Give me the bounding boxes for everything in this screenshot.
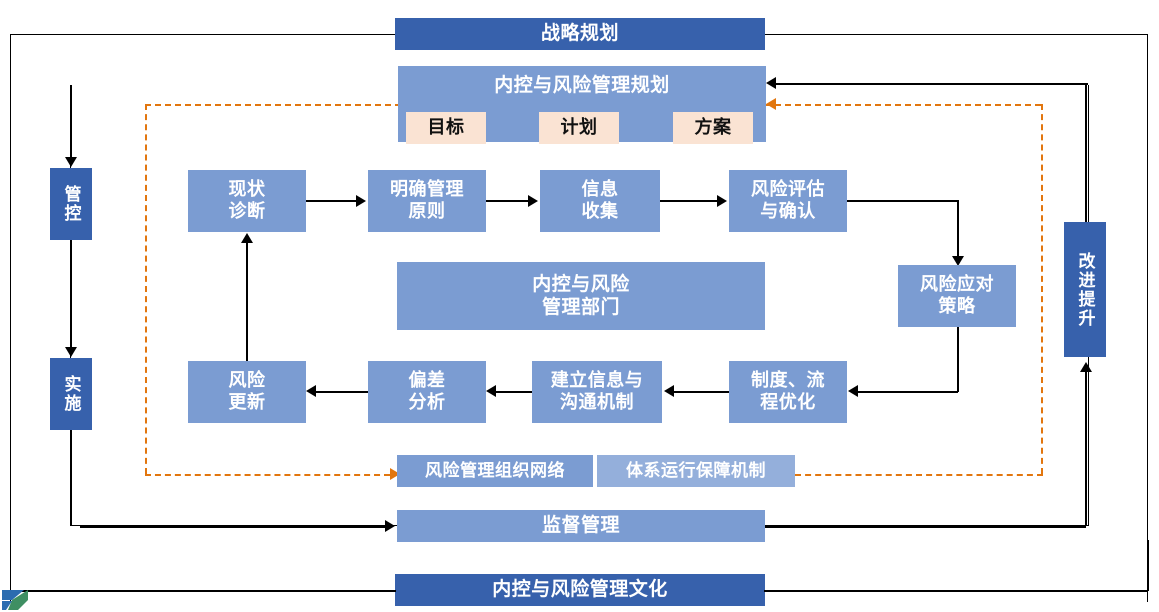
arrow-into-implementation	[65, 347, 77, 357]
line-down-to-response	[957, 200, 959, 256]
rail-improvement[interactable]: 改进提升	[1064, 222, 1106, 357]
support-operation-guarantee[interactable]: 体系运行保障机制	[597, 455, 795, 487]
line-implementation-to-supervision	[70, 430, 72, 526]
line-supervision-to-right	[765, 526, 1086, 528]
line-assessment-to-response	[847, 200, 958, 202]
line-frame-to-control	[70, 85, 72, 157]
banner-strategic-planning[interactable]: 战略规划	[395, 18, 765, 50]
dashed-boundary-bottom-right	[795, 474, 1043, 476]
dashed-boundary-bottom-left	[145, 474, 390, 476]
step-info-communication[interactable]: 建立信息与 沟通机制	[532, 361, 662, 423]
dashed-boundary-right	[1041, 104, 1043, 474]
step-system-process-optimization[interactable]: 制度、流 程优化	[729, 361, 847, 423]
arrow-to-deviation	[486, 385, 496, 397]
line-diagnosis-to-principles	[306, 200, 358, 202]
line-supervision-to-improvement	[1085, 372, 1087, 526]
tag-plan[interactable]: 计划	[539, 112, 619, 144]
arrow-into-diagnosis	[241, 233, 253, 243]
step-risk-assessment[interactable]: 风险评估 与确认	[729, 170, 847, 232]
support-risk-org-network[interactable]: 风险管理组织网络	[397, 455, 593, 487]
center-department-box[interactable]: 内控与风险 管理部门	[397, 262, 765, 330]
line-control-to-implementation	[70, 240, 72, 347]
tag-scheme[interactable]: 方案	[673, 112, 753, 144]
arrow-to-update	[306, 385, 316, 397]
line-deviation-to-update	[316, 391, 368, 393]
line-top-into-planning	[776, 83, 1088, 85]
line-update-to-diagnosis	[246, 243, 248, 361]
step-management-principles[interactable]: 明确管理 原则	[368, 170, 486, 232]
line-left-into-supervision	[80, 526, 387, 528]
dashed-arrow-into-planning	[766, 98, 776, 110]
banner-supervision[interactable]: 监督管理	[397, 510, 765, 542]
line-culture-right	[764, 590, 1148, 592]
line-optimization-to-communication	[674, 391, 729, 393]
arrow-to-communication	[664, 385, 674, 397]
line-principles-to-collection	[486, 200, 530, 202]
banner-culture[interactable]: 内控与风险管理文化	[395, 574, 765, 606]
arrow-into-planning	[766, 77, 776, 89]
rail-control[interactable]: 管控	[50, 168, 92, 240]
step-risk-update[interactable]: 风险 更新	[188, 361, 306, 423]
dashed-arrow-into-support	[390, 468, 400, 480]
line-communication-to-deviation	[496, 391, 532, 393]
step-status-diagnosis[interactable]: 现状 诊断	[188, 170, 306, 232]
line-response-to-process-optimization	[957, 327, 959, 392]
line-frame-right-edge-bottom	[1147, 540, 1149, 591]
arrow-into-improvement	[1080, 362, 1092, 372]
corner-logo-icon	[2, 590, 28, 610]
line-improvement-to-top	[1085, 84, 1087, 222]
step-risk-response-strategy[interactable]: 风险应对 策略	[898, 265, 1016, 327]
arrow-to-principles	[356, 195, 366, 207]
step-deviation-analysis[interactable]: 偏差 分析	[368, 361, 486, 423]
step-information-collection[interactable]: 信息 收集	[540, 170, 660, 232]
arrow-to-collection	[528, 195, 538, 207]
rail-implementation[interactable]: 实施	[50, 358, 92, 430]
arrow-into-response	[952, 256, 964, 266]
tag-objective[interactable]: 目标	[406, 112, 486, 144]
line-into-process-optimization	[858, 391, 958, 393]
arrow-into-process-optimization	[848, 385, 858, 397]
arrow-to-assessment	[717, 195, 727, 207]
line-culture-left	[10, 590, 396, 592]
arrow-into-control	[65, 157, 77, 167]
arrow-into-supervision	[385, 520, 395, 532]
dashed-boundary-left	[145, 104, 147, 474]
line-collection-to-assessment	[660, 200, 719, 202]
